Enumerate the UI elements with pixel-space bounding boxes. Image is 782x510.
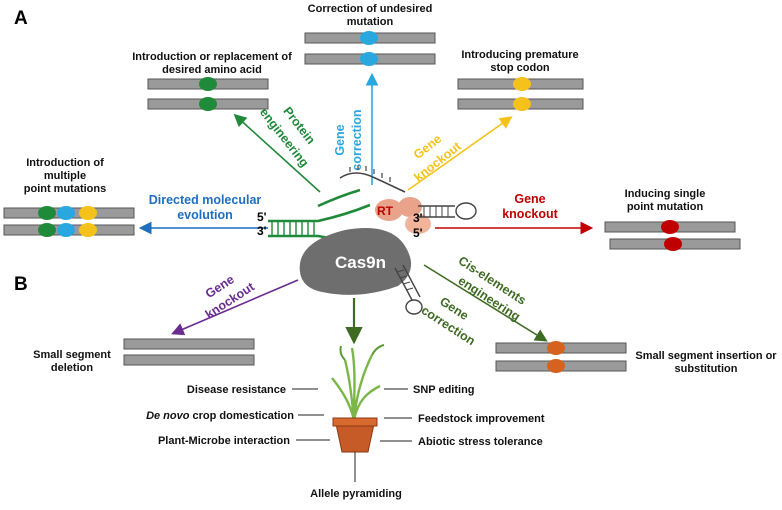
outcome-single: Inducing single point mutation bbox=[604, 188, 741, 251]
allele-marker-yellow bbox=[513, 77, 531, 91]
end-5-left: 5' bbox=[257, 210, 267, 224]
allele-marker-yellow bbox=[79, 223, 97, 237]
chromosome-bar bbox=[123, 338, 255, 350]
correction-label-2: mutation bbox=[347, 16, 394, 28]
replacement-label-1: Introduction or replacement of bbox=[132, 51, 292, 63]
evolution-label-1: Directed molecular bbox=[149, 193, 262, 207]
red-knockout-label-2: knockout bbox=[502, 207, 558, 221]
multiple-label-1: Introduction of bbox=[26, 157, 104, 169]
plant-illustration bbox=[331, 344, 385, 482]
arrow-protein-engineering bbox=[233, 113, 321, 193]
insertion-label-2: substitution bbox=[675, 363, 738, 375]
outcome-stop-codon: Introducing premature stop codon bbox=[457, 49, 584, 111]
allele-marker-green bbox=[199, 77, 217, 91]
end-3-right: 3' bbox=[413, 211, 423, 225]
trait-de-novo-italic: De novo bbox=[146, 410, 190, 422]
deletion-label-2: deletion bbox=[51, 362, 93, 374]
arrow-gene-knockout-purple bbox=[171, 279, 299, 336]
trait-microbe: Plant-Microbe interaction bbox=[158, 435, 290, 447]
allele-marker-orange bbox=[547, 341, 565, 355]
outcome-replacement: Introduction or replacement of desired a… bbox=[132, 51, 292, 111]
multiple-label-3: point mutations bbox=[24, 183, 107, 195]
insertion-label-1: Small segment insertion or bbox=[635, 350, 777, 362]
correction-arrow-label-1: Gene bbox=[333, 124, 347, 155]
correction-label-1: Correction of undesired bbox=[308, 3, 433, 15]
allele-marker-green bbox=[199, 97, 217, 111]
outcome-deletion: Small segment deletion bbox=[33, 338, 255, 374]
evolution-label-2: evolution bbox=[177, 208, 233, 222]
allele-marker-blue bbox=[57, 223, 75, 237]
prime-editor-complex: RT Cas9n 5' 3' 3' 5' bbox=[257, 165, 477, 315]
trait-disease: Disease resistance bbox=[187, 384, 286, 396]
arrow-cis-elements bbox=[423, 264, 548, 342]
trait-de-novo: De novo crop domestication bbox=[146, 410, 294, 422]
allele-marker-red bbox=[661, 220, 679, 234]
allele-marker-red bbox=[664, 237, 682, 251]
trait-de-novo-rest: crop domestication bbox=[189, 410, 294, 422]
allele-marker-blue bbox=[57, 206, 75, 220]
allele-marker-green bbox=[38, 206, 56, 220]
outcome-insertion: Small segment insertion or substitution bbox=[495, 341, 777, 375]
panel-label-b: B bbox=[14, 274, 28, 295]
cas9n-label: Cas9n bbox=[335, 253, 386, 272]
stop-label-1: Introducing premature bbox=[461, 49, 578, 61]
deletion-label-1: Small segment bbox=[33, 349, 111, 361]
arrow-gene-knockout-yellow bbox=[407, 116, 513, 191]
allele-marker-blue bbox=[360, 52, 378, 66]
stop-label-2: stop codon bbox=[490, 62, 550, 74]
multiple-label-2: multiple bbox=[44, 170, 86, 182]
correction-arrow-label-2: correction bbox=[350, 109, 364, 170]
outcome-correction: Correction of undesired mutation bbox=[304, 3, 436, 66]
trait-snp: SNP editing bbox=[413, 384, 475, 396]
allele-marker-yellow bbox=[513, 97, 531, 111]
single-label-2: point mutation bbox=[627, 201, 704, 213]
trait-feedstock: Feedstock improvement bbox=[418, 413, 545, 425]
chromosome-bar bbox=[123, 354, 255, 366]
allele-marker-yellow bbox=[79, 206, 97, 220]
panel-label-a: A bbox=[14, 8, 28, 29]
trait-abiotic: Abiotic stress tolerance bbox=[418, 436, 543, 448]
allele-marker-blue bbox=[360, 31, 378, 45]
allele-marker-orange bbox=[547, 359, 565, 373]
single-label-1: Inducing single bbox=[625, 188, 706, 200]
end-3-left: 3' bbox=[257, 224, 267, 238]
end-5-right: 5' bbox=[413, 226, 423, 240]
allele-marker-green bbox=[38, 223, 56, 237]
trait-allele: Allele pyramiding bbox=[310, 488, 402, 500]
red-knockout-label-1: Gene bbox=[514, 192, 545, 206]
outcome-multiple: Introduction of multiple point mutations bbox=[3, 157, 135, 237]
rt-label: RT bbox=[377, 204, 394, 218]
replacement-label-2: desired amino acid bbox=[162, 64, 262, 76]
